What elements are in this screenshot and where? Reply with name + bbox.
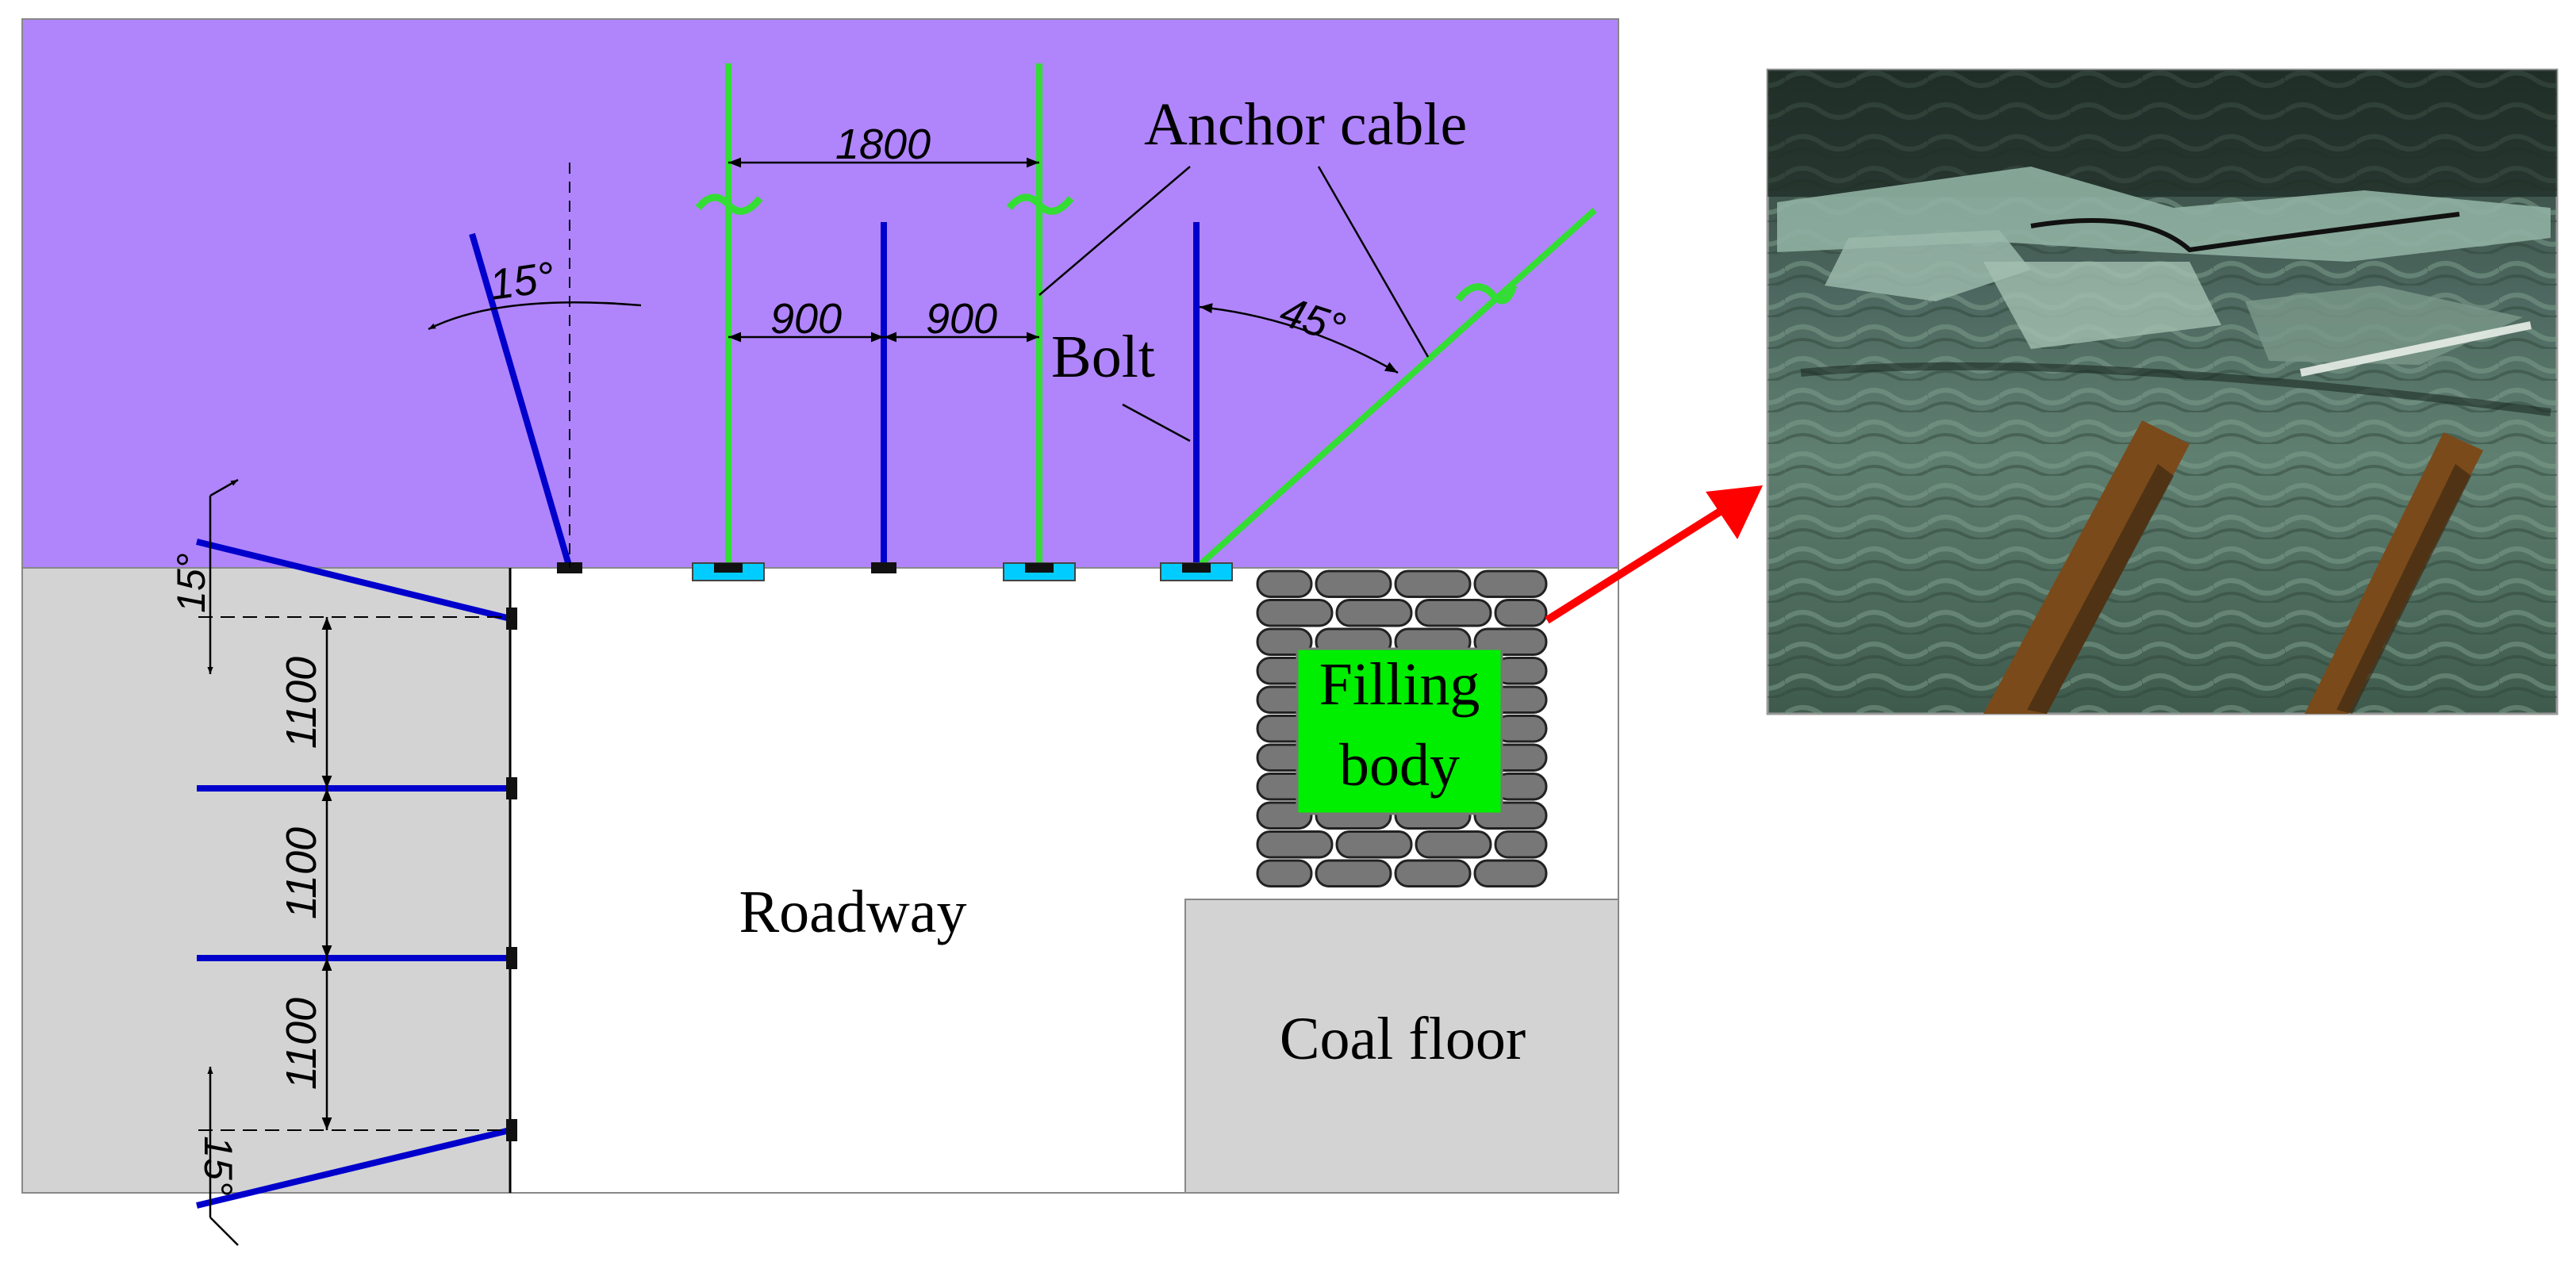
filling-body-core: [1296, 647, 1503, 815]
wall-bolt-1: [196, 539, 511, 622]
label-bolt: Bolt: [1051, 324, 1155, 390]
sandbag: [1335, 599, 1413, 627]
dim-angle-wall-top: 15°: [169, 553, 213, 613]
leader-anchor-cable-2: [1317, 166, 1430, 358]
label-filling-body-line2: body: [1339, 732, 1460, 799]
label-filling-body-line1: Filling: [1319, 651, 1480, 718]
dim-bolt-spacing-right: 900: [926, 295, 997, 343]
coal-floor-block: [1184, 899, 1619, 1194]
dim-wall-spacing-2: 1100: [278, 827, 325, 919]
leader-bolt: [1122, 403, 1191, 443]
sandbag: [1394, 569, 1472, 598]
dim-angle-wall-bottom: 15°: [196, 1136, 240, 1196]
left-coal-wall: [21, 567, 511, 1194]
sandbag: [1415, 599, 1492, 627]
sandbag: [1473, 859, 1548, 887]
sandbag: [1335, 830, 1413, 859]
sandbag: [1494, 657, 1548, 685]
dim-cable-spacing: 1800: [835, 121, 931, 168]
leader-anchor-cable-1: [1038, 166, 1191, 296]
cable-anchor-mark-middle: [1006, 194, 1074, 215]
dim-wall-spacing-1: 1100: [278, 657, 325, 749]
anchor-cable-inclined: [1194, 208, 1597, 570]
sandbag: [1315, 569, 1392, 598]
roof-bolt-inclined: [469, 232, 573, 569]
cable-anchor-mark-inclined: [1455, 283, 1518, 305]
cable-anchor-mark-left: [695, 194, 763, 215]
sandbag: [1415, 830, 1492, 859]
label-coal-floor: Coal floor: [1280, 1006, 1526, 1072]
roof-strata: [21, 18, 1619, 569]
sandbag: [1256, 599, 1334, 627]
wall-bolt-4: [196, 1127, 511, 1209]
dim-bolt-spacing-left: 900: [770, 295, 842, 343]
label-roadway: Roadway: [739, 879, 966, 945]
sandbag: [1394, 859, 1472, 887]
label-anchor-cable: Anchor cable: [1144, 91, 1467, 158]
dim-wall-spacing-3: 1100: [278, 998, 325, 1090]
callout-arrowhead: [1706, 485, 1763, 539]
plate-bolt-middle: [871, 562, 896, 573]
sandbag: [1256, 859, 1313, 887]
sandbag: [1494, 830, 1548, 859]
sandbag: [1473, 569, 1548, 598]
sandbag: [1256, 830, 1334, 859]
sandbag: [1494, 715, 1548, 743]
sandbag: [1315, 859, 1392, 887]
dim-angle-roof-left: 15°: [486, 253, 557, 309]
rock-photo-inset: [1766, 68, 2559, 715]
sandbag: [1494, 599, 1548, 627]
callout-arrow: [1545, 508, 1722, 624]
sandbag: [1256, 569, 1313, 598]
sandbag: [1494, 772, 1548, 801]
